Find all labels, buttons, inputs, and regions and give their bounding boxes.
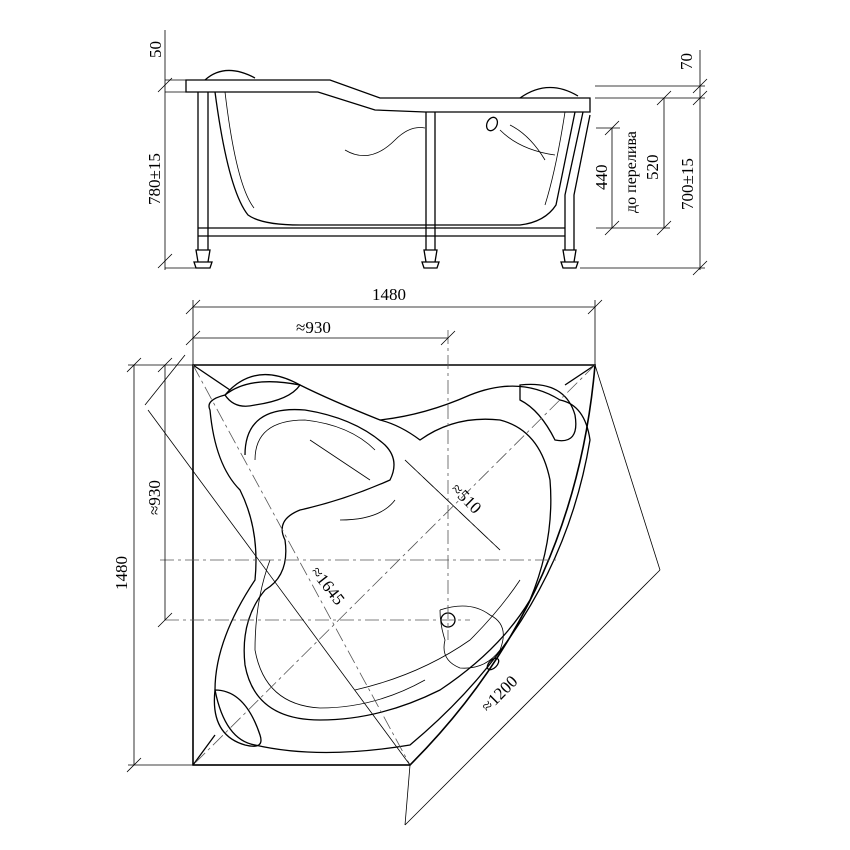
dim-520-label: 520 <box>643 155 662 181</box>
tub-body <box>214 91 576 226</box>
lower-seat-contour <box>354 579 521 691</box>
tub-inner-line-right <box>544 111 566 206</box>
seat-curve-right <box>509 124 546 161</box>
dim-width-lines <box>192 300 596 365</box>
dim-height-ticks <box>126 357 142 773</box>
bowl-inner <box>243 408 552 721</box>
leg-left <box>197 92 209 250</box>
dim-height-right-label: 700±15 <box>678 158 697 210</box>
dim-top-left-label: 50 <box>146 41 165 58</box>
bowl-inner-line <box>254 419 426 709</box>
headrest-top-right <box>519 383 577 442</box>
dim-inner-ticks <box>604 90 672 236</box>
headrest-left <box>204 69 256 81</box>
overflow-hole <box>485 116 499 132</box>
dim-width-label: 1480 <box>372 285 406 304</box>
dim-1200-line <box>404 569 661 826</box>
dim-930-top-ticks <box>185 330 456 346</box>
foot-middle <box>421 249 440 269</box>
dim-930-top-label: ≈930 <box>296 318 331 337</box>
dim-1200-ext <box>404 364 661 826</box>
frame-rail <box>198 227 565 237</box>
dim-right-lines <box>580 50 705 270</box>
foot-right <box>560 249 579 269</box>
dim-440-label: 440 <box>592 165 611 191</box>
headrest-top-left <box>224 373 301 407</box>
seat-curve-left <box>344 127 426 157</box>
headrest-bottom-left <box>213 689 262 747</box>
dim-930-left-label: ≈930 <box>145 480 164 515</box>
dim-510-label: ≈510 <box>447 479 485 517</box>
side-view: 50 70 780±15 440 до перелива 520 700±15 <box>145 30 708 276</box>
dim-510-line <box>404 459 501 551</box>
dim-height-left-label: 780±15 <box>145 153 164 205</box>
dim-930-left-ticks <box>157 357 173 628</box>
dim-inner-lines <box>596 98 670 229</box>
dim-1645-line <box>147 409 411 766</box>
dim-top-right-label: 70 <box>677 53 696 70</box>
dim-height-lines <box>128 364 193 766</box>
drain-channel <box>439 605 504 669</box>
overflow-hole-plan <box>486 657 500 671</box>
dim-overflow-label: до перелива <box>623 131 640 213</box>
dim-right-ticks <box>692 78 708 276</box>
leg-right <box>564 111 591 250</box>
dim-height-label: 1480 <box>112 556 131 590</box>
tub-outline <box>192 364 596 766</box>
tub-rim <box>185 79 591 113</box>
plan-view: 1480 ≈930 ≈930 1480 ≈510 ≈1645 ≈1200 <box>112 285 661 826</box>
bowl-outer <box>208 381 591 754</box>
dim-1645-ext <box>144 354 186 406</box>
dim-left-lines <box>164 30 200 270</box>
tub-inner-line <box>224 91 255 209</box>
center-lines-2 <box>160 459 560 561</box>
seat-curve-right2 <box>499 129 556 156</box>
seat-contours <box>309 439 396 521</box>
foot-left <box>193 249 213 269</box>
headrest-right <box>519 86 579 99</box>
rim-corner-lines <box>192 364 596 766</box>
dim-left-ticks <box>157 77 173 269</box>
center-lines <box>165 330 596 766</box>
dim-width-ticks <box>185 299 603 315</box>
leg-middle <box>425 112 436 250</box>
